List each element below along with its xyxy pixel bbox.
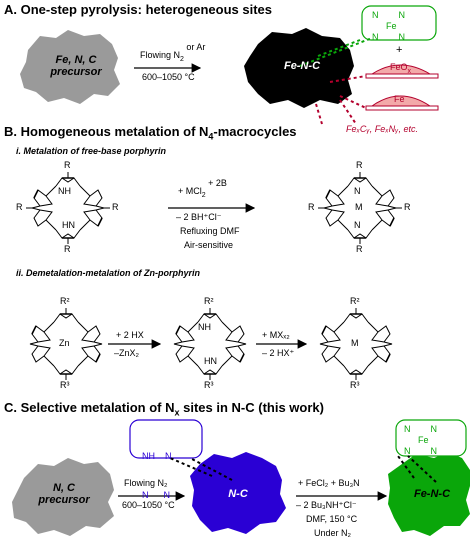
fe-n-c-blob-c — [388, 452, 470, 536]
nx-sites-row2: N N — [142, 490, 171, 500]
precursor-blob-a — [20, 30, 120, 104]
nh-label: NH — [58, 186, 71, 196]
product-c-label: Fe-N-C — [413, 488, 451, 500]
n-label-i-bot: N — [354, 220, 361, 230]
precursor-a-line1: Fe, N, C — [55, 54, 97, 66]
r-left-i-product: R — [308, 202, 315, 212]
nh-label-ii: NH — [198, 322, 211, 332]
step1-bot: –ZnX₂ — [114, 348, 140, 358]
r-left-i: R — [16, 202, 23, 212]
arrow-c2-cond1: DMF, 150 °C — [306, 514, 358, 524]
r-top-i: R — [64, 160, 71, 170]
zn-label: Zn — [59, 338, 70, 348]
fe-particle-label: Fe — [394, 94, 405, 104]
n-c-blob — [190, 452, 286, 534]
r3-c: R³ — [350, 380, 360, 390]
sub-ii-title: ii. Demetalation-metalation of Zn-porphy… — [16, 268, 201, 278]
n-c-label: N-C — [228, 488, 248, 500]
nx-sites-box: NH N N N — [142, 424, 172, 515]
cond-i-2: Air-sensitive — [184, 240, 234, 250]
r2-b: R² — [204, 296, 214, 306]
step1-top: + 2 HX — [116, 330, 144, 340]
r3-a: R³ — [60, 380, 70, 390]
fe-n-c-blob-a — [244, 28, 354, 108]
hn-label-ii: HN — [204, 356, 217, 366]
section-a-title: A. One-step pyrolysis: heterogeneous sit… — [4, 2, 273, 17]
m-label-ii: M — [351, 338, 359, 348]
n-label-i-top: N — [354, 186, 361, 196]
m-label-i: M — [355, 202, 363, 212]
arrow-c2-cond2: Under N₂ — [314, 528, 352, 538]
cond-i-1: Refluxing DMF — [180, 226, 240, 236]
precursor-a-line2: precursor — [50, 66, 102, 78]
reagent-i-top: + MCl2 + 2B — [178, 178, 227, 199]
sub-i-title: i. Metalation of free-base porphyrin — [16, 146, 167, 156]
precursor-c-line1: N, C — [53, 482, 75, 494]
arrow-a-above: Flowing N2 or Ar — [140, 42, 206, 63]
arrow-c1-top: Flowing N₂ — [124, 478, 168, 488]
r2-a: R² — [60, 296, 70, 306]
arrow-a-below: 600–1050 °C — [142, 72, 195, 82]
feox-particle-label: FeOx — [390, 62, 412, 75]
carbides-label: FeₓCᵧ, FeₓNᵧ, etc. — [346, 124, 418, 134]
precursor-c-line2: precursor — [38, 494, 90, 506]
fe-n4-site-a: N N Fe N N — [372, 10, 406, 42]
product-a-label: Fe-N-C — [283, 60, 321, 72]
r-bottom-i-product: R — [356, 244, 363, 254]
precursor-a-label: Fe, N, C precursor — [36, 54, 116, 78]
r2-c: R² — [350, 296, 360, 306]
section-b-title: B. Homogeneous metalation of N4-macrocyc… — [4, 124, 297, 142]
r-right-i: R — [112, 202, 119, 212]
r-right-i-product: R — [404, 202, 411, 212]
nx-sites-row1: NH N — [142, 451, 172, 461]
r3-b: R³ — [204, 380, 214, 390]
reagent-i-mid: – 2 BH⁺Cl⁻ — [176, 212, 222, 222]
fe-n4-site-c: N N Fe N N — [404, 424, 438, 456]
plus-a: + — [396, 44, 403, 56]
arrow-c2-mid: – 2 Bu₃NH⁺Cl⁻ — [296, 500, 357, 510]
step2-bot: – 2 HX⁺ — [262, 348, 295, 358]
r-bottom-i: R — [64, 244, 71, 254]
section-c-title: C. Selective metalation of Nx sites in N… — [4, 400, 324, 418]
step2-top: + MXₓ₂ — [262, 330, 290, 340]
hn-label: HN — [62, 220, 75, 230]
arrow-c1-bot: 600–1050 °C — [122, 500, 175, 510]
precursor-c-label: N, C precursor — [24, 482, 104, 506]
arrow-c2-top: + FeCl₂ + Bu₃N — [298, 478, 360, 488]
precursor-blob-c — [12, 458, 114, 536]
r-top-i-product: R — [356, 160, 363, 170]
